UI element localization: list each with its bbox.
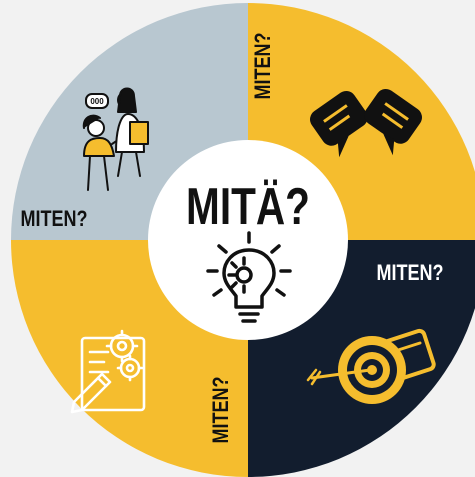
quadrant-label-bottom-right: MITEN? bbox=[376, 261, 443, 285]
lightbulb-gear-icon bbox=[206, 231, 292, 323]
center-title: MITÄ? bbox=[186, 177, 310, 235]
target-arrow-icon bbox=[306, 328, 436, 404]
quadrant-label-top-right: MITEN? bbox=[251, 32, 275, 99]
quadrant-label-top-left: MITEN? bbox=[20, 207, 87, 231]
gears-document-pencil-icon bbox=[70, 329, 146, 414]
quadrant-label-bottom-left: MITEN? bbox=[209, 376, 233, 443]
people-discussion-icon: 000 bbox=[82, 87, 149, 191]
speech-bubbles-icon bbox=[310, 88, 422, 158]
svg-text:000: 000 bbox=[90, 97, 104, 106]
